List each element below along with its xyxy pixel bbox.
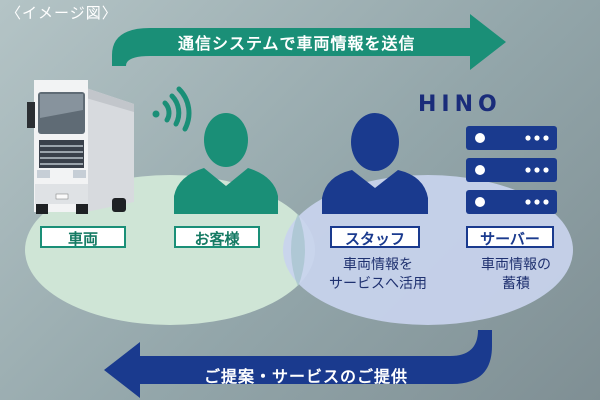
top-arrow-label: 通信システムで車両情報を送信 <box>178 34 416 53</box>
staff-label: スタッフ <box>330 226 420 248</box>
top-flow-arrow <box>112 14 506 70</box>
server-description-line2: 蓄積 <box>502 276 530 292</box>
server-description-line1: 車両情報の <box>481 257 551 273</box>
bottom-arrow-label: ご提案・サービスのご提供 <box>204 367 409 386</box>
server-rack-icon <box>466 126 557 214</box>
brand-logo-text: HINO <box>418 92 502 117</box>
bottom-flow-arrow <box>104 330 492 398</box>
customer-label: お客様 <box>174 226 260 248</box>
ellipse-overlap <box>291 213 305 287</box>
server-description: 車両情報の 蓄積 <box>466 256 566 294</box>
staff-description: 車両情報を サービスへ活用 <box>318 256 438 294</box>
staff-person-icon <box>322 113 428 214</box>
customer-person-icon <box>174 113 278 214</box>
image-caption: 〈イメージ図〉 <box>6 4 118 22</box>
staff-description-line1: 車両情報を <box>343 257 413 273</box>
vehicle-label: 車両 <box>40 226 126 248</box>
server-label: サーバー <box>466 226 554 248</box>
wifi-signal-icon <box>152 86 192 132</box>
staff-description-line2: サービスへ活用 <box>329 276 427 292</box>
truck-icon <box>27 80 134 214</box>
